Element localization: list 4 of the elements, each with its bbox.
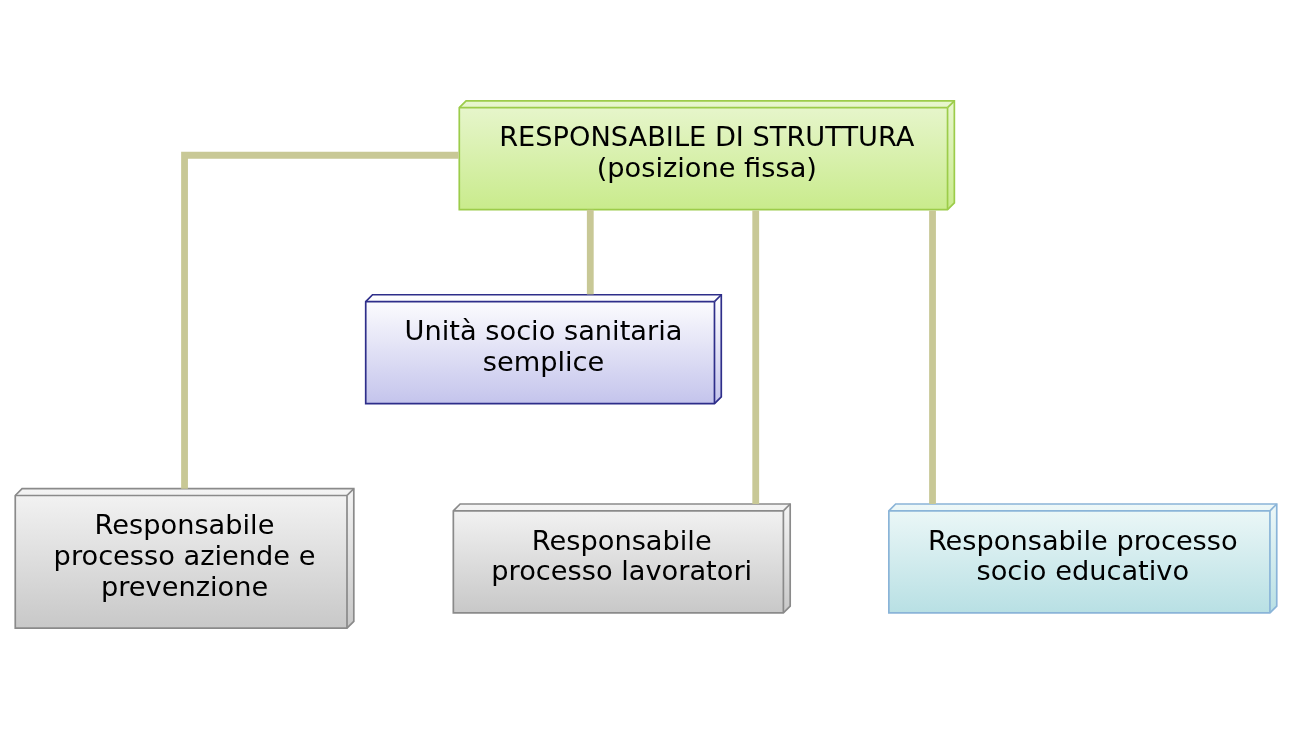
connector: [181, 151, 459, 489]
connector: [752, 210, 760, 504]
connector: [586, 209, 594, 295]
connector: [929, 210, 936, 504]
